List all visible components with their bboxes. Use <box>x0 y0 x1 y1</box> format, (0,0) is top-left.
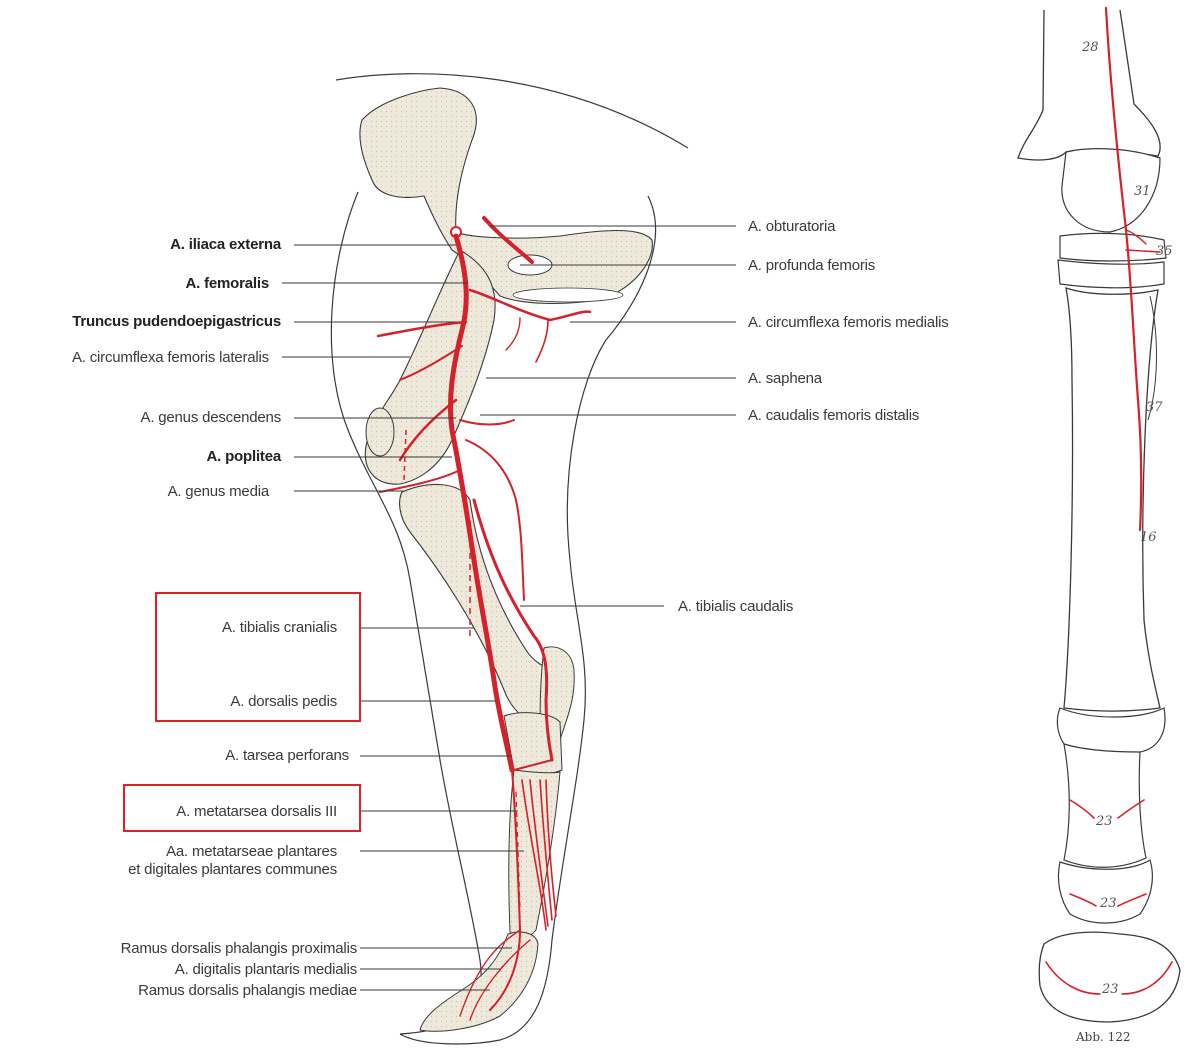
label-metatarseae-plantares-line2: et digitales plantares communes <box>128 861 337 878</box>
digit-number-23-c: 23 <box>1102 982 1119 997</box>
label-femoralis: A. femoralis <box>186 275 269 292</box>
digit-number-37: 37 <box>1146 400 1163 415</box>
label-caudalis-femoris-distalis: A. caudalis femoris distalis <box>748 407 919 424</box>
label-tibialis-cranialis: A. tibialis cranialis <box>222 619 337 636</box>
label-truncus-pudendoepigastricus: Truncus pudendoepigastricus <box>72 313 281 330</box>
long-pastern <box>1064 744 1146 867</box>
phalanges-bones <box>420 932 538 1031</box>
label-profunda-femoris: A. profunda femoris <box>748 257 875 274</box>
pelvic-symphysis <box>513 288 623 302</box>
label-obturatoria: A. obturatoria <box>748 218 835 235</box>
label-genus-media: A. genus media <box>168 483 269 500</box>
label-digitalis-plantaris-medialis: A. digitalis plantaris medialis <box>175 961 357 978</box>
label-metatarseae-plantares-line1: Aa. metatarseae plantares <box>166 843 337 860</box>
label-iliaca-externa: A. iliaca externa <box>170 236 281 253</box>
label-circumflexa-femoris-lateralis: A. circumflexa femoris lateralis <box>72 349 269 366</box>
digit-figure <box>1018 8 1180 1022</box>
metatarsal-shaft <box>1018 10 1160 160</box>
label-circumflexa-femoris-medialis: A. circumflexa femoris medialis <box>748 314 949 331</box>
label-dorsalis-pedis: A. dorsalis pedis <box>230 693 337 710</box>
label-tarsea-perforans: A. tarsea perforans <box>225 747 349 764</box>
label-genus-descendens: A. genus descendens <box>141 409 281 426</box>
digit-number-23-a: 23 <box>1096 814 1113 829</box>
digit-number-35: 35 <box>1156 244 1173 259</box>
label-tibialis-caudalis: A. tibialis caudalis <box>678 598 793 615</box>
digit-number-28: 28 <box>1082 40 1099 55</box>
label-ramus-dorsalis-phalangis-mediae: Ramus dorsalis phalangis mediae <box>138 982 357 999</box>
patella-bone <box>366 408 394 456</box>
coffin-bone <box>1039 932 1180 1022</box>
tarsal-row-3 <box>1058 260 1164 288</box>
cannon-bone <box>1064 288 1160 711</box>
hind-limb-figure <box>282 74 736 1044</box>
label-poplitea: A. poplitea <box>207 448 281 465</box>
label-ramus-dorsalis-phalangis-proximalis: Ramus dorsalis phalangis proximalis <box>121 940 357 957</box>
digit-number-16: 16 <box>1140 530 1157 545</box>
short-pastern <box>1058 860 1152 923</box>
label-saphena: A. saphena <box>748 370 822 387</box>
tarsal-row-2 <box>1060 233 1166 261</box>
digit-number-23-b: 23 <box>1100 896 1117 911</box>
pelvis-bone <box>360 88 653 303</box>
label-metatarsea-dorsalis-iii: A. metatarsea dorsalis III <box>176 803 337 820</box>
digit-number-31: 31 <box>1134 184 1151 199</box>
figure-caption: Abb. 122 <box>1076 1030 1131 1044</box>
